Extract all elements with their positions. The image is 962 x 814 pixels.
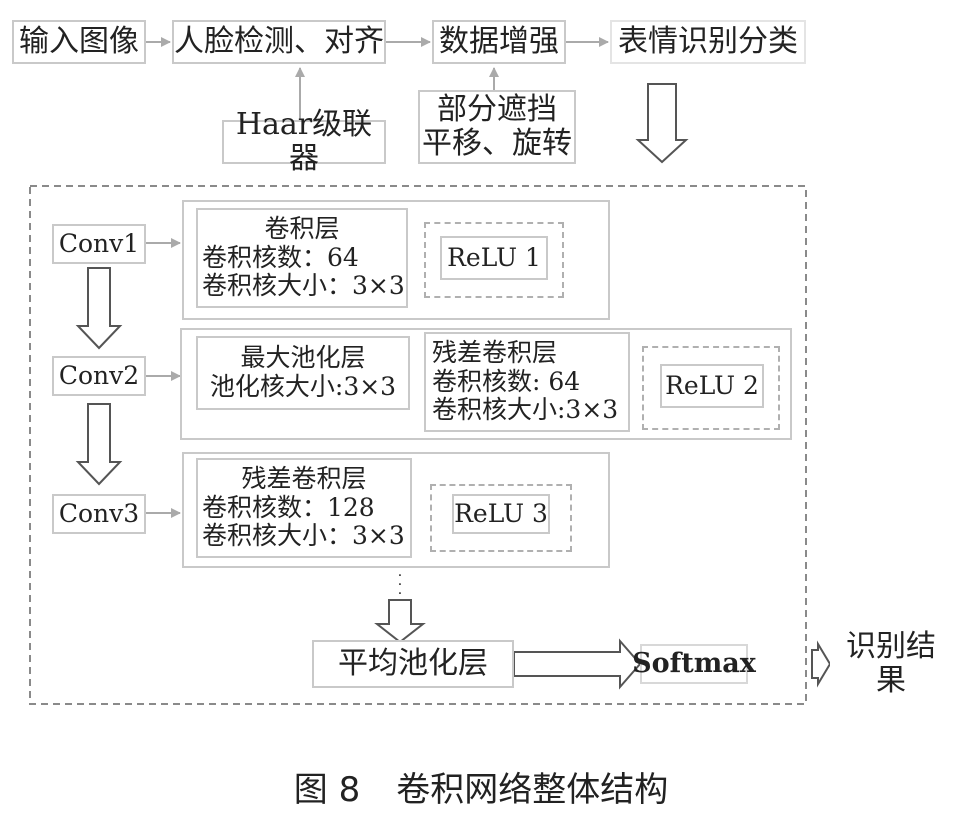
- augment-note-line2: 平移、旋转: [422, 126, 572, 161]
- face-detect-label: 人脸检测、对齐: [174, 23, 384, 59]
- softmax-label: Softmax: [632, 648, 756, 680]
- arrow-to-avgpool: [374, 599, 426, 644]
- relu3-label: ReLU 3: [454, 498, 548, 528]
- conv2-label: Conv2: [58, 360, 140, 390]
- conv2-pool-size: 池化核大小:3×3: [209, 372, 397, 401]
- conv2-pool-box: 最大池化层 池化核大小:3×3: [196, 336, 410, 410]
- conv2-label-box: Conv2: [52, 356, 146, 396]
- figure-title: 卷积网络整体结构: [396, 770, 669, 810]
- augment-box: 数据增强: [432, 20, 566, 64]
- arrow-classify-down: [635, 83, 689, 164]
- conv3-label-box: Conv3: [52, 494, 146, 534]
- conv2-res-title: 残差卷积层: [432, 337, 558, 367]
- augment-note-line1: 部分遮挡: [437, 91, 557, 127]
- conv1-label-box: Conv1: [52, 224, 146, 264]
- arrow-to-result: [811, 640, 832, 688]
- relu1-label: ReLU 1: [447, 242, 541, 272]
- conv2-res-size: 卷积核大小:3×3: [432, 395, 619, 425]
- conv1-layer-box: 卷积层 卷积核数：64 卷积核大小：3×3: [196, 208, 408, 308]
- conv1-size: 卷积核大小：3×3: [202, 271, 405, 301]
- conv2-res-kernels: 卷积核数: 64: [432, 366, 581, 396]
- avgpool-label: 平均池化层: [338, 645, 488, 681]
- conv3-kernels: 卷积核数：128: [202, 492, 375, 522]
- result-label: 识别结果: [846, 628, 936, 698]
- relu1-box: ReLU 1: [440, 236, 548, 280]
- arrow-conv1-conv2: [75, 267, 123, 350]
- conv3-label: Conv3: [58, 498, 140, 528]
- conv1-kernels: 卷积核数：64: [202, 242, 359, 272]
- continuation-dots: ···: [397, 568, 403, 602]
- conv2-pool-title: 最大池化层: [240, 343, 366, 373]
- conv3-size: 卷积核大小：3×3: [202, 521, 405, 551]
- classify-label: 表情识别分类: [618, 23, 798, 59]
- relu3-box: ReLU 3: [452, 494, 550, 534]
- relu2-label: ReLU 2: [665, 370, 759, 400]
- conv3-layer-title: 残差卷积层: [241, 463, 367, 493]
- input-image-label: 输入图像: [19, 23, 139, 59]
- haar-label: Haar级联器: [235, 106, 373, 176]
- face-detect-box: 人脸检测、对齐: [172, 20, 386, 64]
- augment-note-box: 部分遮挡 平移、旋转: [418, 90, 576, 164]
- figure-caption: 图 8 卷积网络整体结构: [0, 762, 962, 811]
- avgpool-box: 平均池化层: [312, 640, 514, 688]
- relu2-box: ReLU 2: [660, 364, 764, 408]
- conv1-label: Conv1: [58, 228, 140, 258]
- softmax-box: Softmax: [632, 644, 756, 684]
- augment-label: 数据增强: [439, 23, 559, 59]
- arrow-avgpool-softmax: [513, 638, 642, 690]
- conv1-layer-title: 卷积层: [264, 213, 340, 243]
- input-image-box: 输入图像: [12, 20, 146, 64]
- arrow-conv2-conv3: [75, 403, 123, 486]
- conv3-layer-box: 残差卷积层 卷积核数：128 卷积核大小：3×3: [196, 458, 412, 558]
- figure-number: 图 8: [293, 770, 361, 810]
- classify-box: 表情识别分类: [610, 20, 806, 64]
- conv2-res-box: 残差卷积层 卷积核数: 64 卷积核大小:3×3: [424, 332, 630, 432]
- haar-box: Haar级联器: [222, 107, 386, 176]
- result-box: 识别结果: [830, 629, 952, 698]
- network-frame: [29, 185, 807, 705]
